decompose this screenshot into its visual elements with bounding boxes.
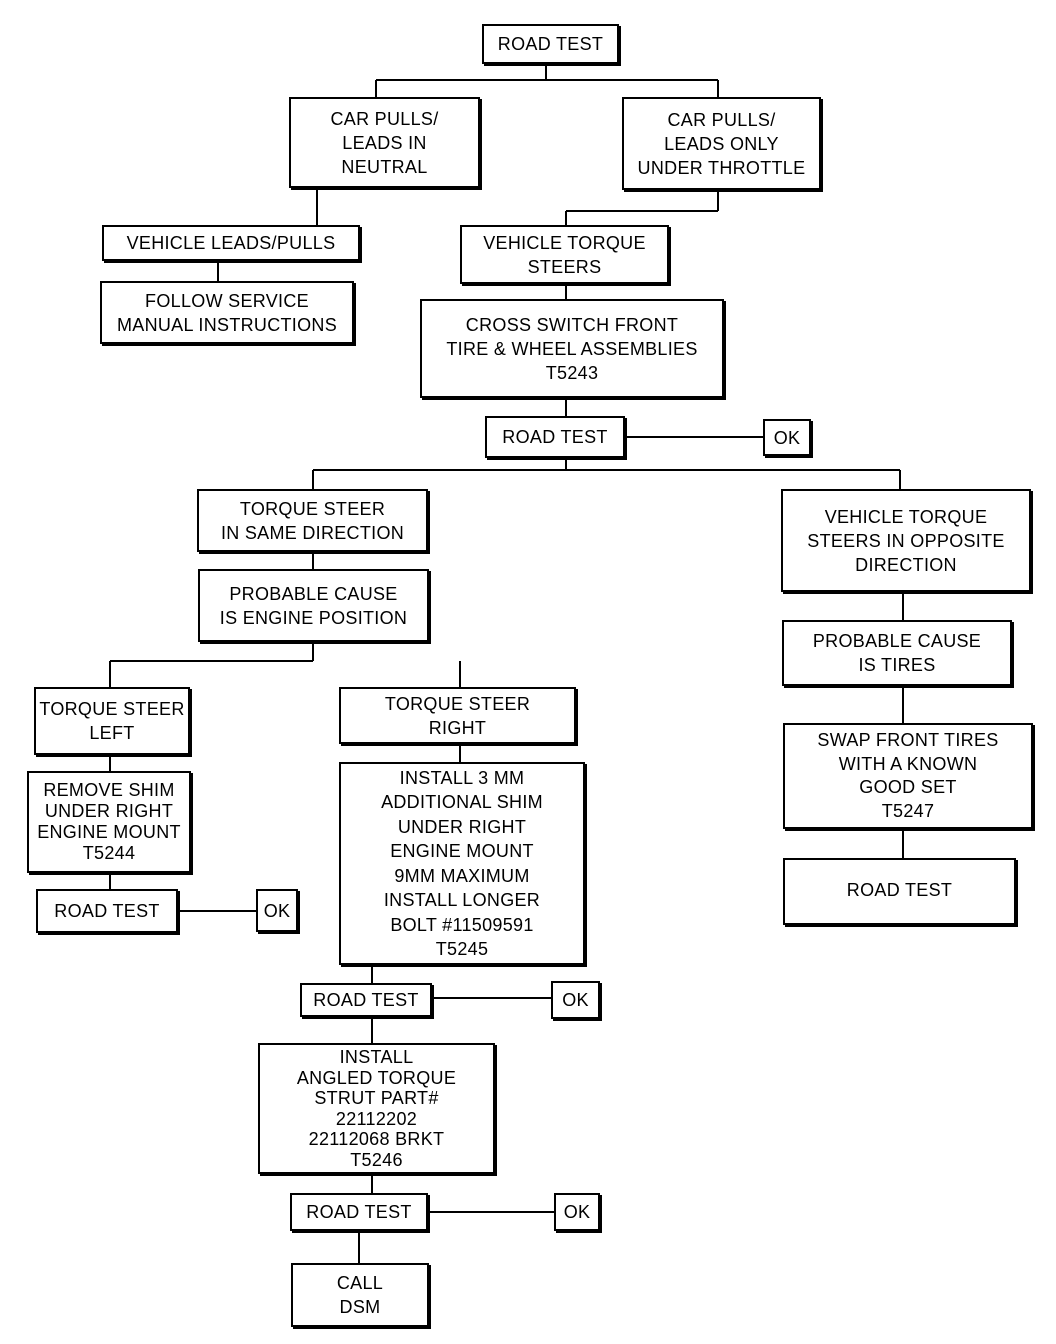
vehicle-torque-opposite-box: VEHICLE TORQUE STEERS IN OPPOSITE DIRECT…: [781, 489, 1031, 592]
road-test-after-cross-switch-box: ROAD TEST: [485, 416, 625, 458]
vehicle-torque-steers-box: VEHICLE TORQUE STEERS: [460, 225, 669, 284]
cross-switch-box: CROSS SWITCH FRONT TIRE & WHEEL ASSEMBLI…: [420, 299, 724, 398]
torque-steer-right-box: TORQUE STEER RIGHT: [339, 687, 576, 744]
road-test-start-box: ROAD TEST: [482, 24, 619, 64]
vehicle-leads-pulls-box: VEHICLE LEADS/PULLS: [102, 225, 360, 261]
road-test-bottom-box: ROAD TEST: [290, 1193, 428, 1231]
road-test-right-box: ROAD TEST: [783, 858, 1016, 925]
ok-after-cross-switch-box: OK: [763, 419, 811, 456]
install-angled-strut-box: INSTALL ANGLED TORQUE STRUT PART# 221122…: [258, 1043, 495, 1174]
probable-cause-engine-box: PROBABLE CAUSE IS ENGINE POSITION: [198, 569, 429, 642]
car-pulls-neutral-box: CAR PULLS/ LEADS IN NEUTRAL: [289, 97, 480, 188]
road-test-left-box: ROAD TEST: [36, 889, 178, 933]
road-test-middle-box: ROAD TEST: [300, 983, 432, 1017]
ok-bottom-box: OK: [554, 1193, 600, 1231]
ok-middle-box: OK: [551, 981, 600, 1019]
call-dsm-box: CALL DSM: [291, 1263, 429, 1327]
torque-steer-left-box: TORQUE STEER LEFT: [34, 687, 190, 755]
ok-left-box: OK: [256, 889, 298, 932]
probable-cause-tires-box: PROBABLE CAUSE IS TIRES: [782, 620, 1012, 686]
install-additional-shim-box: INSTALL 3 MM ADDITIONAL SHIM UNDER RIGHT…: [339, 762, 585, 965]
swap-front-tires-box: SWAP FRONT TIRES WITH A KNOWN GOOD SET T…: [783, 723, 1033, 829]
car-pulls-throttle-box: CAR PULLS/ LEADS ONLY UNDER THROTTLE: [622, 97, 821, 190]
follow-service-manual-box: FOLLOW SERVICE MANUAL INSTRUCTIONS: [100, 281, 354, 344]
torque-steer-same-direction-box: TORQUE STEER IN SAME DIRECTION: [197, 489, 428, 552]
remove-shim-box: REMOVE SHIM UNDER RIGHT ENGINE MOUNT T52…: [27, 771, 191, 873]
